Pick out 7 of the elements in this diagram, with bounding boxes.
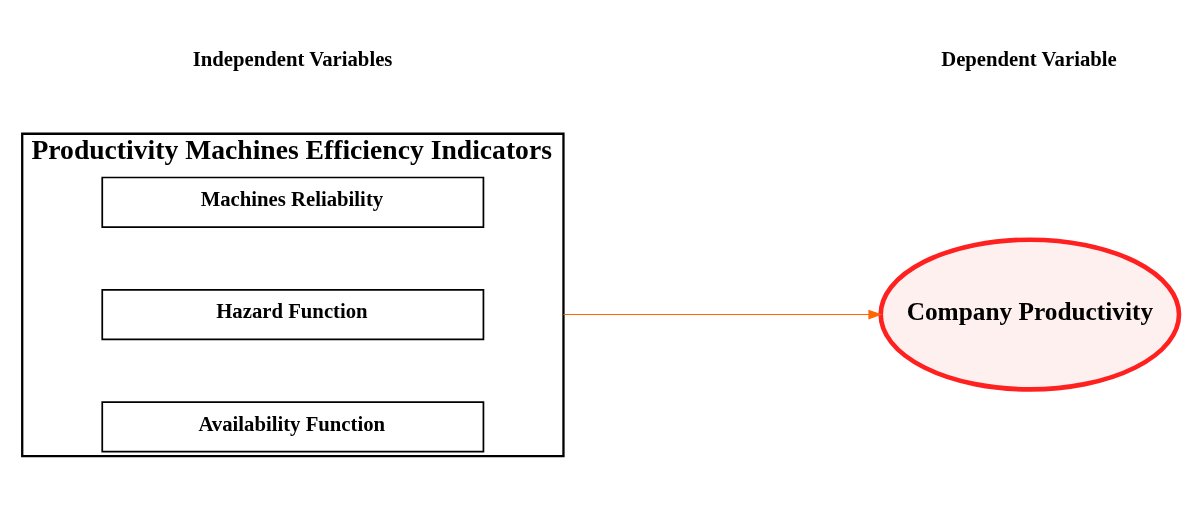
node-box: Machines Reliability — [101, 176, 485, 228]
node-ellipse: Company Productivity — [878, 237, 1182, 392]
label: Dependent Variable — [941, 48, 1117, 71]
label: Independent Variables — [192, 48, 393, 71]
node-box: Availability Function — [101, 401, 485, 453]
node-box: Hazard Function — [101, 288, 485, 341]
arrow — [562, 309, 883, 320]
